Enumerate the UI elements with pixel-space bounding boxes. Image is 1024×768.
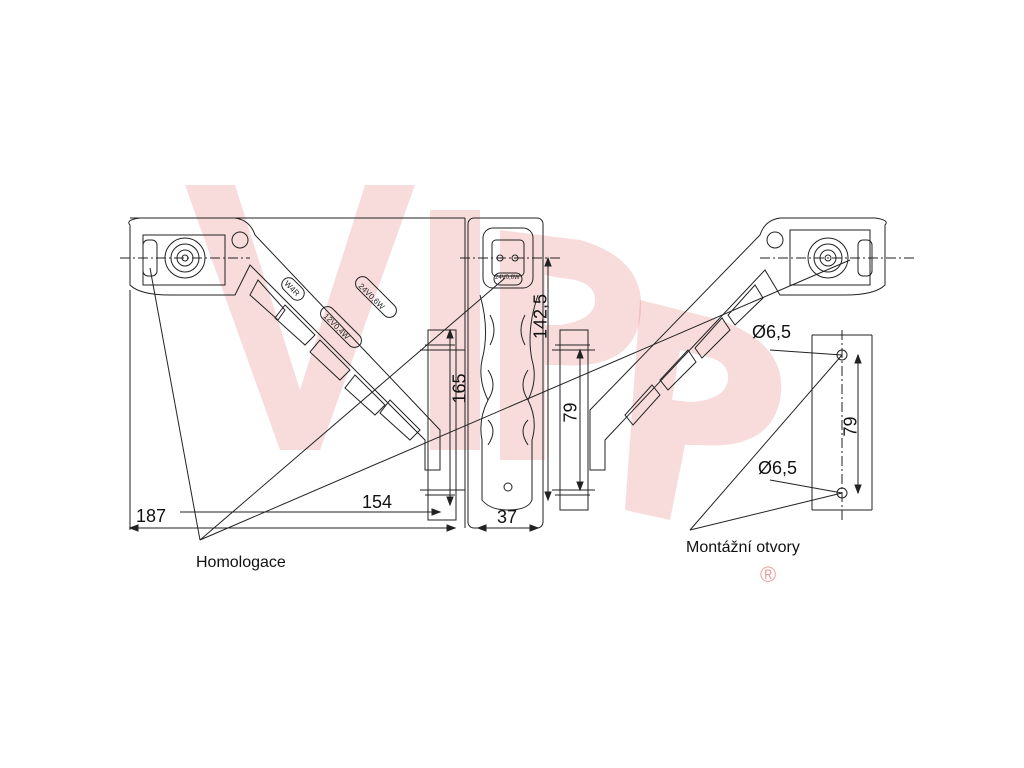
registered-mark: ® — [760, 562, 777, 587]
line-work — [120, 217, 915, 541]
dim-arm-width: 154 — [362, 492, 393, 512]
marking-side-code: 24V0,6W — [495, 275, 520, 281]
dim-side-width: 37 — [497, 507, 518, 527]
dim-mount-spacing-side: 79 — [560, 402, 581, 423]
dim-hole-bottom: Ø6,5 — [758, 458, 798, 478]
dim-mount-spacing-detail: 79 — [840, 416, 861, 437]
dim-height: 165 — [449, 373, 470, 404]
callout-homologation: Homologace — [196, 554, 286, 571]
dim-hole-top: Ø6,5 — [752, 322, 792, 342]
dim-side-height: 142,5 — [530, 293, 551, 340]
callout-mounting-holes: Montážní otvory — [686, 539, 800, 556]
dim-overall-width: 187 — [136, 506, 167, 526]
